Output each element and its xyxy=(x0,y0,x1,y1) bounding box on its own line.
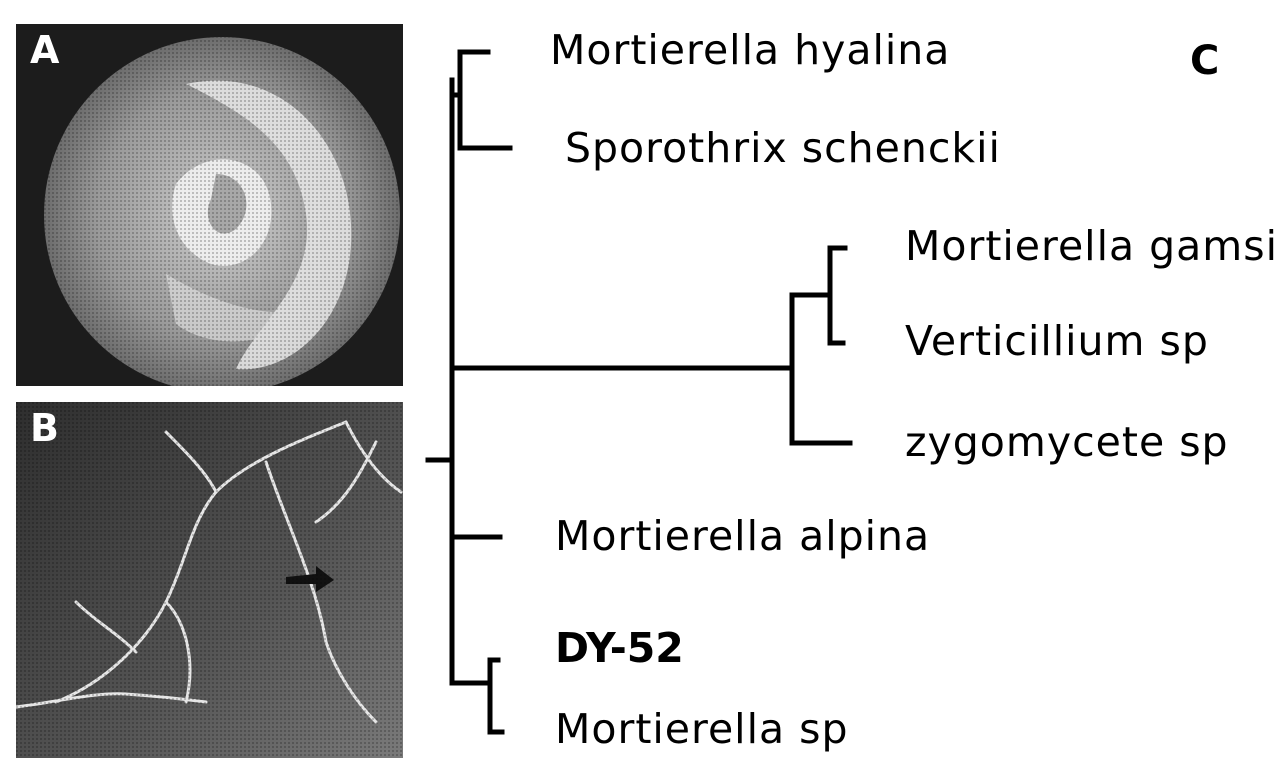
colony-photo-image xyxy=(16,24,403,386)
tree-branches xyxy=(410,0,1279,758)
panel-b-label: B xyxy=(30,406,59,450)
taxon-mortierella-alpina: Mortierella alpina xyxy=(555,512,930,560)
taxon-mortierella-sp: Mortierella sp xyxy=(555,705,849,753)
taxon-mortierella-hyalina: Mortierella hyalina xyxy=(550,26,950,74)
panel-a-colony-photo: A xyxy=(16,24,403,386)
taxon-zygomycete-sp: zygomycete sp xyxy=(905,418,1229,466)
hyphae-micrograph-image xyxy=(16,402,403,758)
panel-b-hyphae-micrograph: B xyxy=(16,402,403,758)
taxon-dy-52: DY-52 xyxy=(555,624,684,672)
panel-a-label: A xyxy=(30,28,59,72)
taxon-verticillium-sp: Verticillium sp xyxy=(905,317,1209,365)
phylogenetic-tree: C Mortierella hyalina Sporothrix schenck… xyxy=(410,0,1279,758)
taxon-sporothrix-schenckii: Sporothrix schenckii xyxy=(565,124,1001,172)
panel-c-label: C xyxy=(1190,38,1219,84)
taxon-mortierella-gamsii: Mortierella gamsii xyxy=(905,222,1279,270)
